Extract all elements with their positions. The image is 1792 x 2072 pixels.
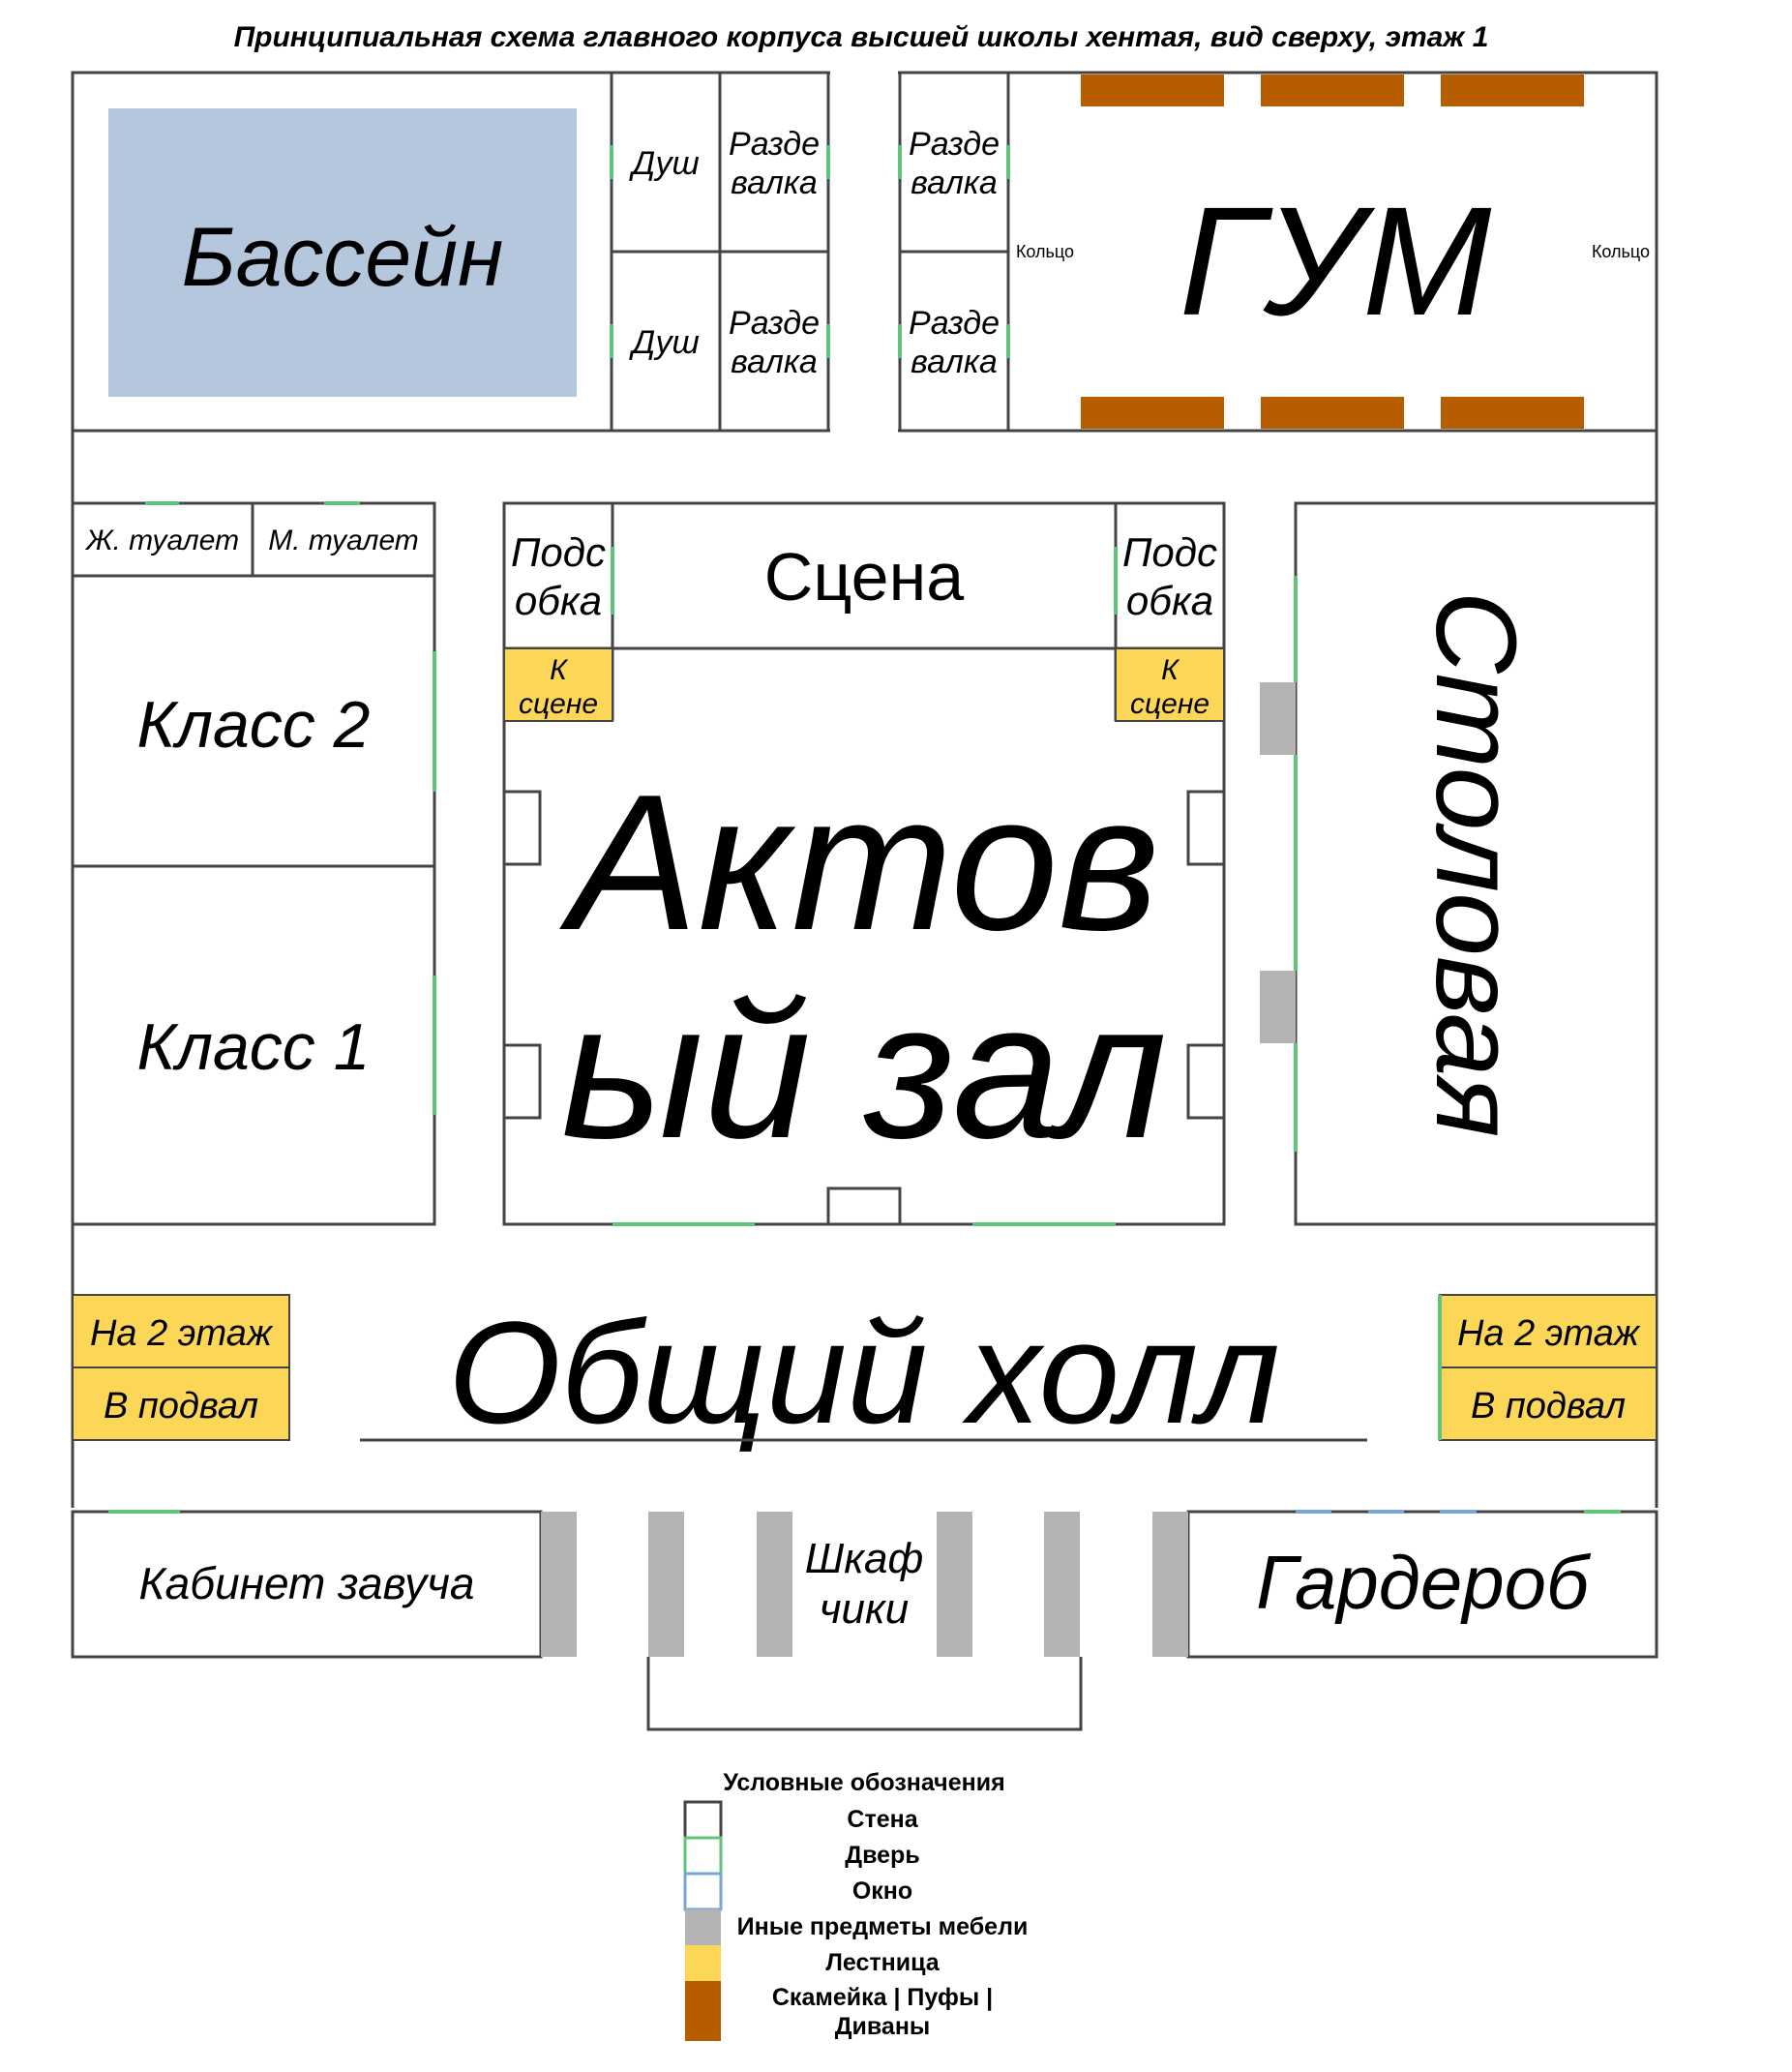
gym-benches bbox=[1081, 75, 1584, 429]
gym-ring-right: Кольцо bbox=[1592, 242, 1650, 261]
doors-top bbox=[610, 145, 1010, 358]
legend-title: Условные обозначения bbox=[723, 1769, 1004, 1796]
room-backstage-right-b: обка bbox=[1126, 578, 1213, 623]
stairs-down-left[interactable] bbox=[72, 1366, 290, 1441]
pool-basin bbox=[108, 108, 577, 397]
room-assembly-hall: Актов bbox=[559, 755, 1159, 971]
room-locker-3: Разде bbox=[909, 126, 1000, 163]
stairs-up-right[interactable] bbox=[1439, 1294, 1658, 1368]
room-canteen: Столовая bbox=[1412, 590, 1539, 1137]
room-gym: ГУМ bbox=[1180, 174, 1492, 347]
legend-window-label: Окно bbox=[852, 1877, 912, 1905]
canteen-furniture-2 bbox=[1260, 971, 1296, 1043]
legend-furniture-label: Иные предметы мебели bbox=[737, 1913, 1029, 1940]
legend: Условные обозначения Стена Дверь Окно Ин… bbox=[683, 1769, 1029, 2041]
room-locker-3-b: валка bbox=[911, 165, 998, 201]
plan-title: Принципиальная схема главного корпуса вы… bbox=[234, 21, 1489, 53]
stairs-to-stage-right[interactable] bbox=[1115, 647, 1225, 722]
room-shower-2: Душ bbox=[628, 324, 700, 361]
stairs-up-right-label: На 2 этаж bbox=[1457, 1313, 1641, 1354]
room-common-hall: Общий холл bbox=[448, 1291, 1280, 1454]
room-shower-1: Душ bbox=[628, 145, 700, 182]
room-lockers-b: чики bbox=[820, 1585, 910, 1633]
room-locker-2: Разде bbox=[729, 305, 820, 342]
room-locker-2-b: валка bbox=[731, 344, 818, 380]
room-class-2: Класс 2 bbox=[137, 688, 371, 762]
legend-bench-swatch bbox=[685, 1981, 721, 2041]
room-locker-1-b: валка bbox=[731, 165, 818, 201]
stairs-up-left-label: На 2 этаж bbox=[90, 1313, 274, 1354]
legend-wall-label: Стена bbox=[847, 1806, 918, 1833]
room-stage: Сцена bbox=[764, 539, 964, 615]
stairs-down-left-label: В подвал bbox=[104, 1386, 258, 1426]
legend-furniture-swatch bbox=[685, 1909, 721, 1945]
room-locker-1: Разде bbox=[729, 126, 820, 163]
stairs-to-stage-left[interactable] bbox=[503, 647, 613, 722]
room-backstage-right: Подс bbox=[1122, 529, 1217, 575]
room-backstage-left-b: обка bbox=[515, 578, 602, 623]
legend-bench-label: Скамейка | Пуфы | bbox=[772, 1984, 993, 2011]
stairs-to-stage-left-label: К bbox=[550, 654, 569, 686]
stairs-up-left[interactable] bbox=[72, 1294, 290, 1368]
room-pool: Бассейн bbox=[182, 211, 504, 304]
legend-door-swatch bbox=[683, 1836, 723, 1876]
room-toilet-female: Ж. туалет bbox=[84, 525, 239, 556]
room-class-1: Класс 1 bbox=[137, 1010, 371, 1084]
room-head-office: Кабинет завуча bbox=[139, 1558, 475, 1608]
left-wing-walls bbox=[71, 501, 436, 1226]
stairs-to-stage-right-label-b: сцене bbox=[1130, 688, 1210, 720]
room-locker-4: Разде bbox=[909, 305, 1000, 342]
stairs-down-right[interactable] bbox=[1439, 1366, 1658, 1441]
room-cloakroom: Гардероб bbox=[1256, 1540, 1592, 1625]
legend-stairs-label: Лестница bbox=[825, 1949, 940, 1976]
gym-ring-left: Кольцо bbox=[1016, 242, 1074, 261]
room-backstage-left: Подс bbox=[511, 529, 606, 575]
legend-wall-swatch bbox=[683, 1800, 723, 1840]
legend-door-label: Дверь bbox=[845, 1842, 919, 1869]
stairs-to-stage-right-label: К bbox=[1161, 654, 1180, 686]
canteen-furniture-1 bbox=[1260, 682, 1296, 755]
locker-cabinets bbox=[541, 1512, 1188, 1657]
room-lockers: Шкаф bbox=[805, 1535, 924, 1582]
room-toilet-male: М. туалет bbox=[268, 525, 419, 556]
legend-window-swatch bbox=[683, 1872, 723, 1911]
stairs-down-right-label: В подвал bbox=[1471, 1386, 1626, 1426]
room-assembly-hall-b: ый зал bbox=[561, 963, 1167, 1179]
legend-stairs-swatch bbox=[685, 1945, 721, 1981]
legend-bench-label-b: Диваны bbox=[835, 2013, 931, 2040]
room-locker-4-b: валка bbox=[911, 344, 998, 380]
stairs-to-stage-left-label-b: сцене bbox=[519, 688, 598, 720]
